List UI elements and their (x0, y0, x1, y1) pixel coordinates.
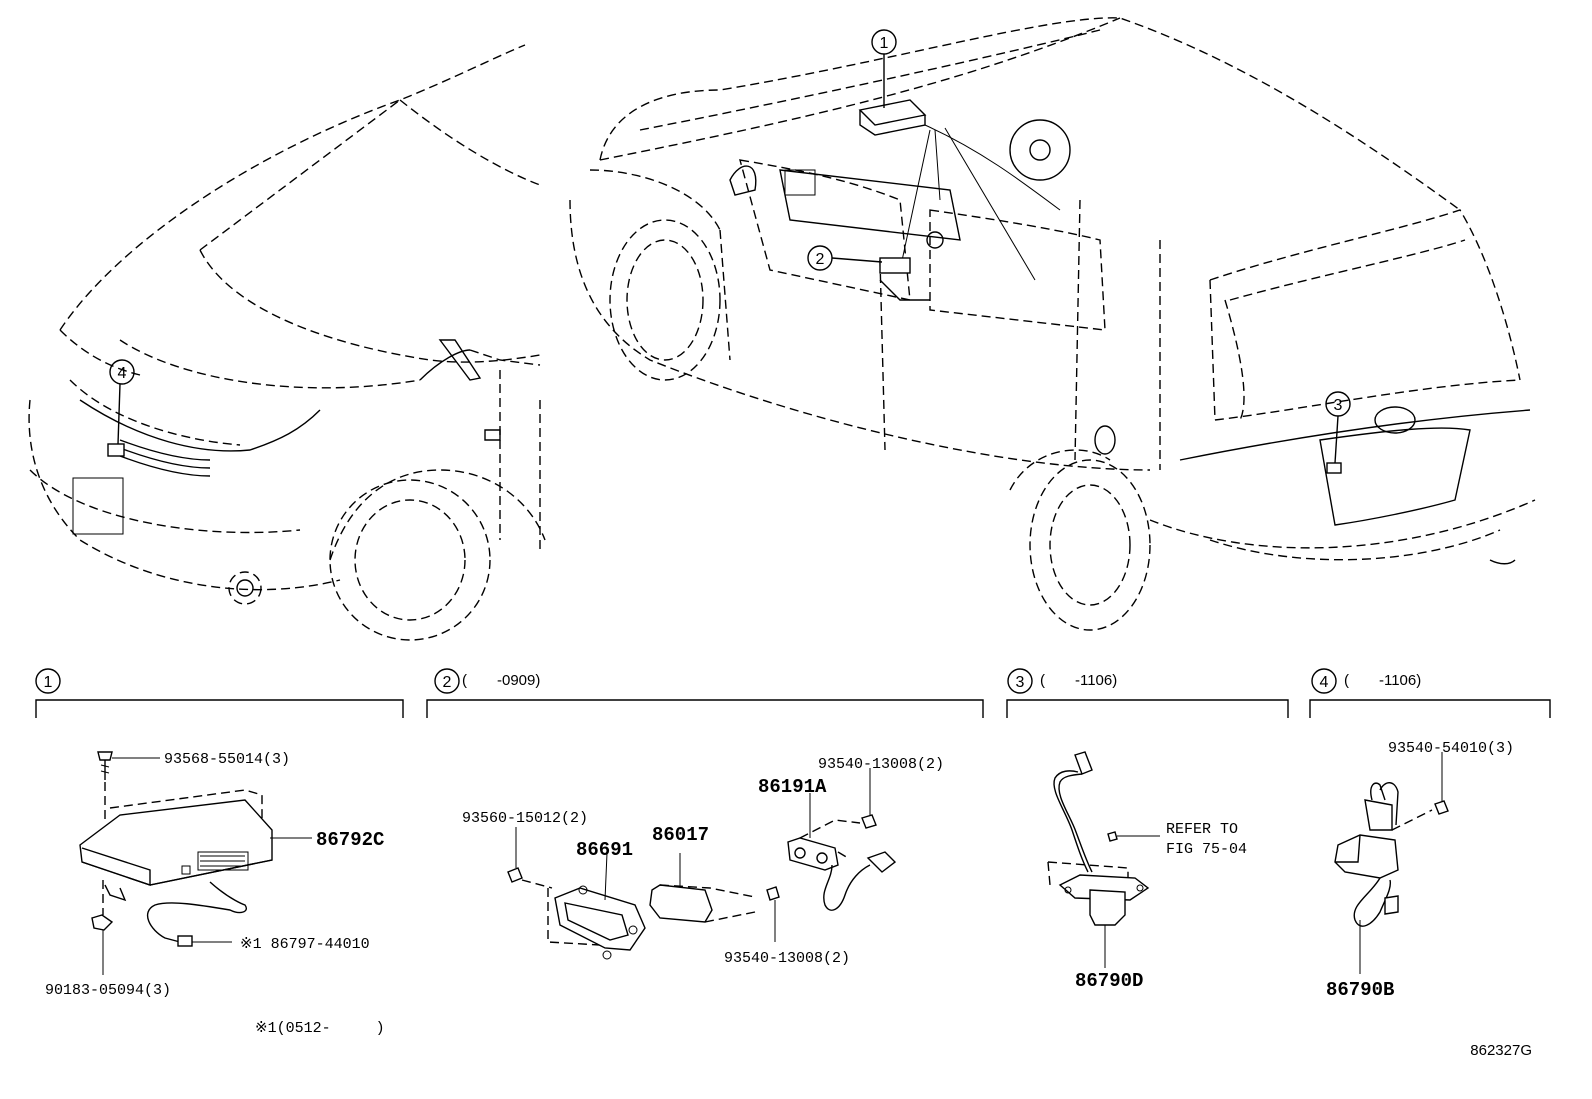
svg-text:( -0909): ( -0909) (462, 672, 540, 689)
screw-bottom-part (766, 886, 780, 942)
section-2-header: 2 ( -0909) (426, 668, 984, 718)
part-label-screw-4: 93540-54010(3) (1388, 740, 1514, 757)
svg-text:4: 4 (1320, 674, 1329, 691)
callout-4: 4 (109, 359, 135, 385)
part-label-screw-bottom: 93540-13008(2) (724, 950, 850, 967)
svg-text:3: 3 (1016, 674, 1025, 691)
camera-3-part (1047, 751, 1150, 968)
screw-top-part (861, 768, 877, 829)
bolt-part (97, 751, 160, 820)
refer-screw (1107, 831, 1160, 842)
bezel-part (547, 852, 646, 960)
part-label-camera-86191a: 86191A (758, 776, 827, 798)
screw-left-part (507, 827, 553, 889)
section-1-parts: 93568-55014(3) 86792C ※1 86797-44010 901… (45, 751, 385, 1037)
svg-text:1: 1 (880, 35, 889, 52)
callout-1: 1 (871, 29, 897, 108)
module-part (79, 789, 312, 902)
part-label-bezel: 86691 (576, 839, 633, 861)
camera-part (787, 793, 897, 911)
cover-part (649, 853, 756, 923)
svg-text:( -1106): ( -1106) (1344, 672, 1421, 689)
part-label-screw-left: 93560-15012(2) (462, 810, 588, 827)
svg-text:2: 2 (443, 674, 452, 691)
part-label-cable: ※1 86797-44010 (240, 936, 370, 953)
part-label-camera-86790d: 86790D (1075, 970, 1143, 992)
part-label-screw-top: 93540-13008(2) (818, 756, 944, 773)
callout-3: 3 (1325, 391, 1351, 417)
refer-note-line1: REFER TO (1166, 821, 1238, 838)
section-4-header: 4 ( -1106) (1309, 668, 1551, 718)
section-1-header: 1 (35, 668, 404, 718)
section-4-parts: 93540-54010(3) 86790B (1326, 740, 1514, 1001)
part-label-clip: 90183-05094(3) (45, 982, 171, 999)
section-3-header: 3 ( -1106) (1006, 668, 1289, 718)
svg-text:3: 3 (1334, 397, 1343, 414)
rear-vehicle-illustration (569, 17, 1536, 631)
part-label-cover: 86017 (652, 824, 709, 846)
refer-note-line2: FIG 75-04 (1166, 841, 1247, 858)
part-label-camera-86790b: 86790B (1326, 979, 1394, 1001)
section-2-parts: 93560-15012(2) 86691 86017 86191A 93540-… (462, 756, 944, 967)
figure-id: 862327G (1470, 1042, 1532, 1059)
svg-text:1: 1 (44, 674, 53, 691)
part-label-module: 86792C (316, 829, 384, 851)
screw-4-part (1434, 752, 1449, 815)
front-vehicle-illustration (28, 44, 546, 641)
section-1-footnote: ※1(0512- ) (255, 1020, 385, 1037)
part-label-bolt: 93568-55014(3) (164, 751, 290, 768)
clip-part (91, 880, 114, 975)
callout-2: 2 (807, 245, 883, 271)
camera-4-part (1334, 782, 1433, 974)
cable-part (146, 881, 247, 947)
svg-text:4: 4 (118, 365, 127, 382)
section-3-parts: REFER TO FIG 75-04 86790D (1047, 751, 1247, 992)
svg-text:( -1106): ( -1106) (1040, 672, 1117, 689)
svg-text:2: 2 (816, 251, 825, 268)
